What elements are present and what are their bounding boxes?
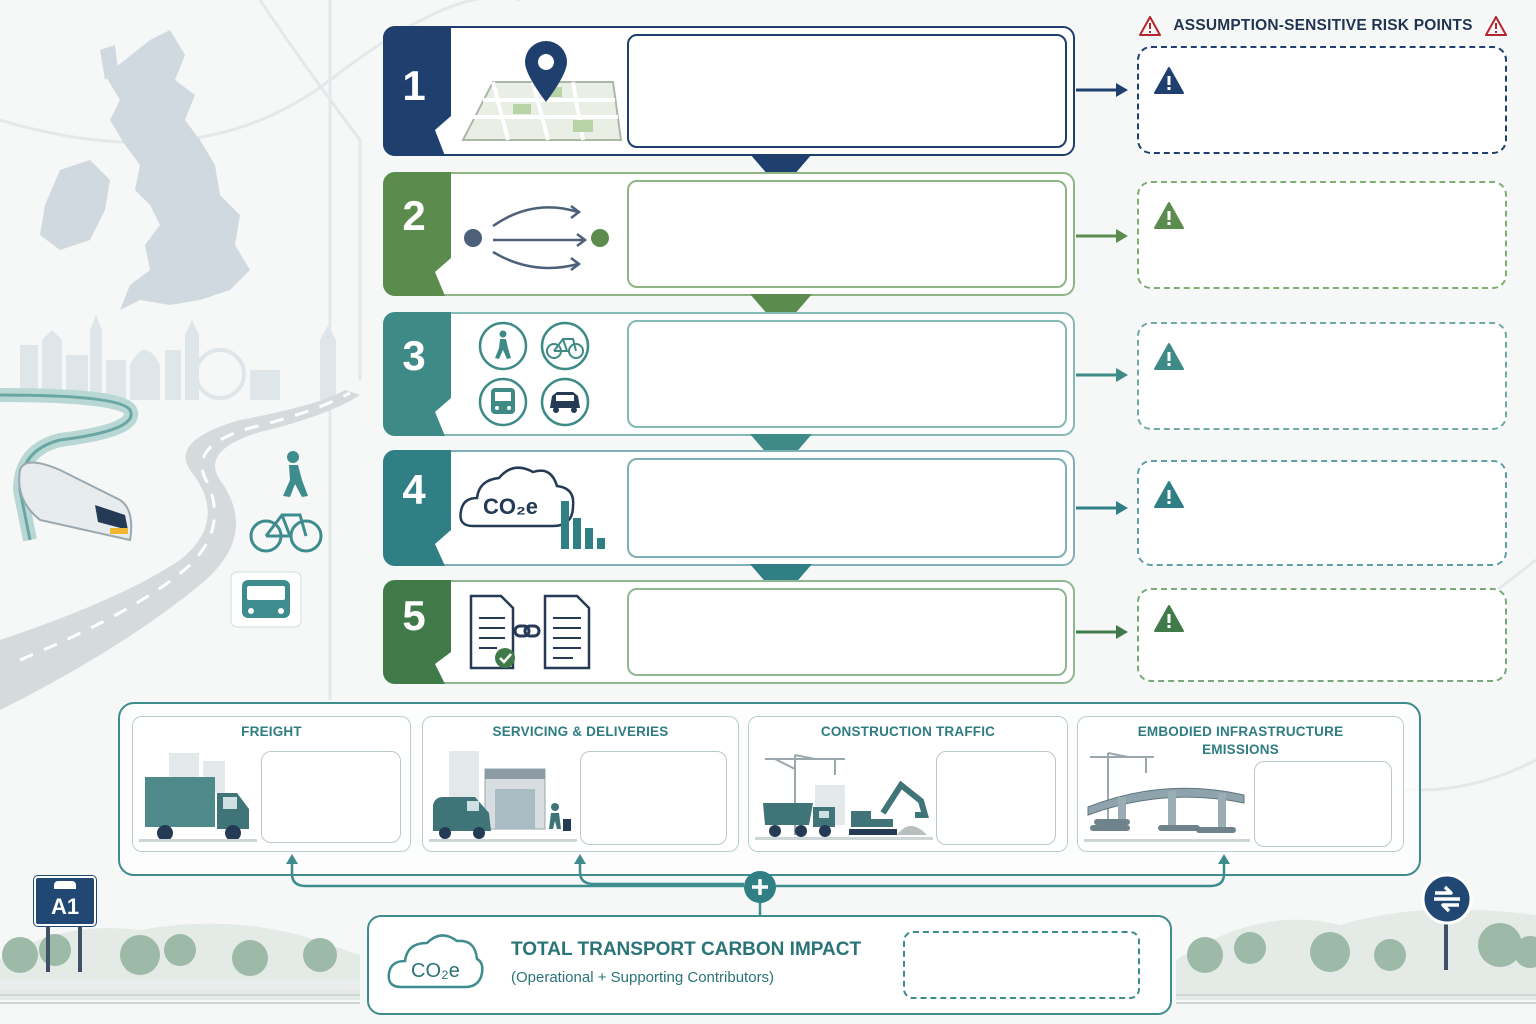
step-4-risk-connector xyxy=(1076,501,1128,515)
map-pin-icon xyxy=(461,41,623,141)
route-arrows-icon xyxy=(464,205,609,271)
risk-points-title: ASSUMPTION-SENSITIVE RISK POINTS xyxy=(1173,17,1473,34)
contributor-servicing-deliveries: SERVICING & DELIVERIES xyxy=(422,716,739,852)
servicing-deliveries-value-field[interactable] xyxy=(580,751,727,845)
embodied-infrastructure-value-field[interactable] xyxy=(1254,761,1392,847)
walking-person-icon xyxy=(283,451,308,497)
total-title: TOTAL TRANSPORT CARBON IMPACT xyxy=(511,939,862,960)
risk-points-header: ASSUMPTION-SENSITIVE RISK POINTS xyxy=(1138,14,1508,38)
road-illustration xyxy=(0,390,360,710)
step-number: 3 xyxy=(402,332,426,379)
delivery-van-icon xyxy=(429,751,577,842)
plus-icon xyxy=(744,871,776,903)
warning-icon xyxy=(1154,202,1184,229)
step-5-risk-connector xyxy=(1076,625,1128,639)
contributor-label: FREIGHT xyxy=(241,724,302,739)
warning-icon xyxy=(1154,605,1184,632)
step-1-input[interactable] xyxy=(627,34,1067,148)
contributor-embodied-infrastructure: EMBODIED INFRASTRUCTURE EMISSIONS xyxy=(1077,716,1404,852)
a1-road-sign: A1 xyxy=(34,876,96,926)
co2e-cloud-icon: CO₂e xyxy=(387,934,484,989)
step-2-input[interactable] xyxy=(627,180,1067,288)
contributor-label: SERVICING & DELIVERIES xyxy=(492,724,669,739)
contributor-label: CONSTRUCTION TRAFFIC xyxy=(820,724,996,739)
step-2: 2 xyxy=(383,172,1075,296)
warning-icon xyxy=(1154,481,1184,508)
contributor-label: EMBODIED INFRASTRUCTURE EMISSIONS xyxy=(1137,724,1344,757)
total-subtitle: (Operational + Supporting Contributors) xyxy=(511,969,775,986)
step-badge xyxy=(383,26,451,156)
construction-vehicles-icon xyxy=(755,754,933,840)
landscape-left xyxy=(0,923,360,1000)
step-number: 1 xyxy=(402,62,426,109)
step-3: 3 xyxy=(383,312,1075,436)
total-carbon-impact-panel: CO₂e TOTAL TRANSPORT CARBON IMPACT (Oper… xyxy=(367,915,1172,1015)
step-4-input[interactable] xyxy=(627,458,1067,558)
city-skyline xyxy=(20,315,336,400)
step-3-input[interactable] xyxy=(627,320,1067,428)
bus-icon xyxy=(230,571,302,628)
step-1: 1 xyxy=(383,26,1075,156)
contributor-freight: FREIGHT xyxy=(132,716,411,852)
uk-map-silhouette xyxy=(40,30,250,310)
step-badge xyxy=(383,172,451,296)
contributor-construction-traffic: CONSTRUCTION TRAFFIC xyxy=(748,716,1068,852)
total-value-field[interactable] xyxy=(903,931,1140,999)
co2e-label: CO₂e xyxy=(483,494,538,519)
risk-point-4-field[interactable] xyxy=(1137,460,1507,566)
warning-icon xyxy=(1484,16,1507,36)
freight-value-field[interactable] xyxy=(261,751,401,843)
risk-point-2-field[interactable] xyxy=(1137,181,1507,289)
warning-icon xyxy=(1154,343,1184,370)
step-badge xyxy=(383,312,451,436)
step-5-input[interactable] xyxy=(627,588,1067,676)
linked-documents-icon xyxy=(469,594,591,670)
national-rail-icon xyxy=(1421,873,1473,925)
step-badge xyxy=(383,450,451,566)
warning-icon xyxy=(1154,67,1184,94)
step-3-risk-connector xyxy=(1076,368,1128,382)
step-number: 2 xyxy=(402,192,426,239)
risk-point-3-field[interactable] xyxy=(1137,322,1507,430)
risk-point-1-field[interactable] xyxy=(1137,46,1507,154)
bicycle-icon xyxy=(249,513,323,553)
step-4: 4 CO₂e xyxy=(383,450,1075,566)
step-number: 5 xyxy=(402,592,426,639)
step-2-risk-connector xyxy=(1076,229,1128,243)
train-illustration xyxy=(18,461,133,542)
warning-icon xyxy=(1139,16,1162,36)
step-number: 4 xyxy=(402,466,426,513)
total-co2e-label: CO₂e xyxy=(411,960,460,982)
co2e-cloud-chart-icon: CO₂e xyxy=(459,466,605,549)
road-sign-label: A1 xyxy=(50,894,80,919)
step-5: 5 xyxy=(383,580,1075,684)
bridge-construction-icon xyxy=(1084,752,1250,842)
construction-traffic-value-field[interactable] xyxy=(936,751,1056,845)
step-badge xyxy=(383,580,451,684)
truck-icon xyxy=(139,753,257,842)
step-1-risk-connector xyxy=(1076,83,1128,97)
risk-point-5-field[interactable] xyxy=(1137,588,1507,682)
transport-modes-icon xyxy=(478,321,590,427)
